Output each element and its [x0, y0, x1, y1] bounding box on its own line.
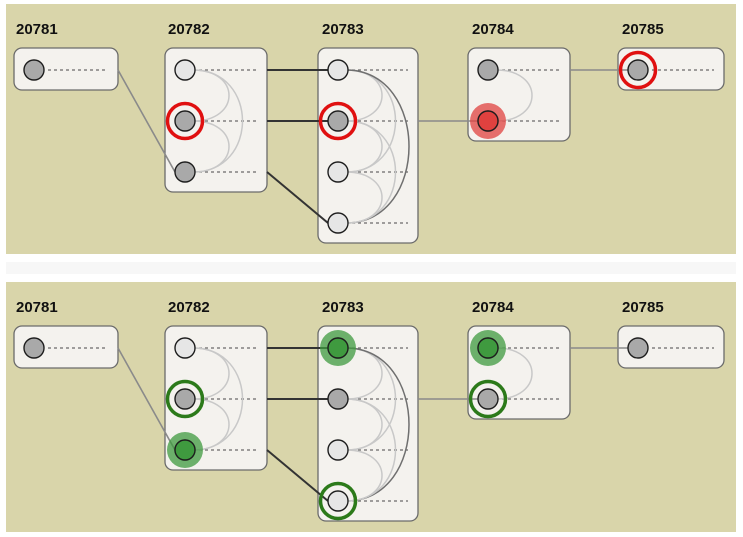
node-20782-2[interactable]	[174, 110, 196, 132]
node-20785-1[interactable]	[627, 337, 649, 359]
link-line	[266, 171, 329, 224]
node-20783-3[interactable]	[327, 439, 349, 461]
node-20782-1[interactable]	[174, 337, 196, 359]
node-group-20781	[13, 47, 119, 91]
group-label-20785: 20785	[622, 299, 664, 316]
node-group-20781	[13, 325, 119, 369]
node-20781-1[interactable]	[23, 337, 45, 359]
group-label-20781: 20781	[16, 299, 58, 316]
node-group-20785	[617, 325, 725, 369]
node-20783-2[interactable]	[327, 388, 349, 410]
group-label-20782: 20782	[168, 21, 210, 38]
node-20785-1[interactable]	[627, 59, 649, 81]
green-highlight-ring	[318, 481, 358, 521]
bottom-panel-diagram: 20781 20782 20783 20784 20785	[13, 299, 725, 522]
node-group-20783	[317, 325, 419, 522]
node-20782-2[interactable]	[174, 388, 196, 410]
node-20784-1[interactable]	[477, 59, 499, 81]
intra-group-arc	[345, 449, 383, 502]
green-highlight-ring	[165, 379, 205, 419]
group-label-20783: 20783	[322, 21, 364, 38]
panel-divider	[6, 262, 736, 274]
intra-group-arc	[192, 120, 230, 173]
group-label-20784: 20784	[472, 299, 514, 316]
highlighted-node[interactable]	[327, 337, 349, 359]
node-group-20785	[617, 47, 725, 91]
link-line	[117, 69, 176, 173]
node-20783-1[interactable]	[327, 59, 349, 81]
node-20783-4[interactable]	[327, 490, 349, 512]
intra-group-arc	[192, 398, 230, 451]
red-highlight-ring	[318, 101, 358, 141]
node-20784-2[interactable]	[477, 388, 499, 410]
group-label-20785: 20785	[622, 21, 664, 38]
red-highlight-ring	[165, 101, 205, 141]
link-line	[117, 347, 176, 451]
highlighted-node[interactable]	[477, 337, 499, 359]
highlighted-node[interactable]	[477, 110, 499, 132]
group-label-20782: 20782	[168, 299, 210, 316]
intra-group-arc	[345, 171, 383, 224]
group-label-20781: 20781	[16, 21, 58, 38]
link-line	[266, 449, 329, 502]
node-20783-3[interactable]	[327, 161, 349, 183]
highlighted-node[interactable]	[174, 439, 196, 461]
node-20782-1[interactable]	[174, 59, 196, 81]
intra-group-arc	[495, 347, 533, 400]
top-panel-diagram: 20781 20782 20783 20784 20785	[13, 21, 725, 244]
red-highlight-ring	[618, 50, 658, 90]
node-20782-3[interactable]	[174, 161, 196, 183]
group-label-20783: 20783	[322, 299, 364, 316]
group-label-20784: 20784	[472, 21, 514, 38]
intra-group-arc	[495, 69, 533, 122]
node-20783-4[interactable]	[327, 212, 349, 234]
node-20781-1[interactable]	[23, 59, 45, 81]
node-group-20783	[317, 47, 419, 244]
node-20783-2[interactable]	[327, 110, 349, 132]
green-highlight-ring	[468, 379, 508, 419]
